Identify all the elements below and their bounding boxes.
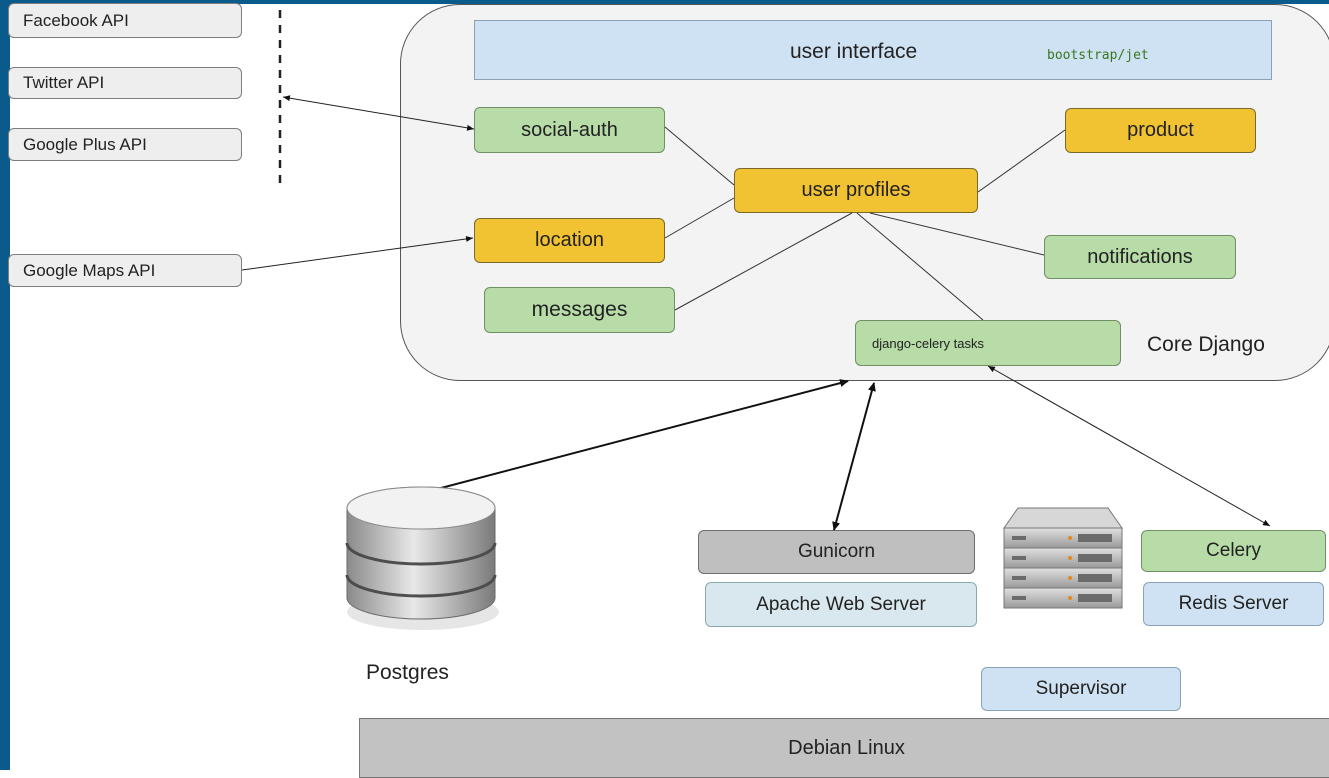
left-border — [0, 0, 10, 770]
social-auth-profiles-link — [664, 126, 735, 186]
user-interface-bar — [474, 20, 1272, 80]
social-auth-module: social-auth — [474, 107, 665, 153]
google-maps-api-label: Google Maps API — [23, 260, 156, 280]
celery-tasks-label: django-celery tasks — [872, 335, 984, 351]
social-auth-api-arrow — [282, 95, 475, 131]
celery-label: Celery — [1206, 540, 1261, 561]
user-profiles-label: user profiles — [801, 179, 911, 201]
celery-box: Celery — [1141, 530, 1326, 572]
product-profiles-link — [977, 129, 1066, 193]
notifications-profiles-link — [869, 212, 1045, 256]
apache-box: Apache Web Server — [705, 582, 977, 627]
social-auth-label: social-auth — [521, 118, 618, 141]
notifications-module: notifications — [1044, 235, 1236, 279]
facebook-api-box: Facebook API — [8, 3, 242, 38]
supervisor-box: Supervisor — [981, 667, 1181, 711]
twitter-api-label: Twitter API — [23, 73, 105, 92]
location-module: location — [474, 218, 665, 263]
user-interface-label: user interface — [790, 40, 918, 63]
notifications-label: notifications — [1087, 245, 1193, 268]
core-django-label: Core Django — [1147, 333, 1265, 356]
product-label: product — [1127, 119, 1194, 141]
gunicorn-core-arrow — [832, 382, 876, 531]
product-module: product — [1065, 108, 1256, 153]
debian-linux-label: Debian Linux — [788, 737, 905, 759]
messages-profiles-link — [674, 212, 853, 311]
postgres-database-icon — [345, 486, 499, 630]
postgres-core-arrow — [421, 379, 849, 495]
tasks-profiles-link — [856, 212, 984, 321]
redis-label: Redis Server — [1178, 593, 1289, 614]
messages-label: messages — [531, 298, 628, 321]
google-plus-api-label: Google Plus API — [23, 134, 147, 154]
ui-tech-label: bootstrap/jet — [1047, 48, 1149, 63]
location-label: location — [535, 229, 604, 251]
twitter-api-box: Twitter API — [8, 67, 242, 99]
celery-tasks-module: django-celery tasks — [855, 320, 1121, 366]
apache-label: Apache Web Server — [756, 593, 926, 615]
postgres-label: Postgres — [366, 661, 449, 684]
redis-box: Redis Server — [1143, 582, 1324, 626]
debian-linux-bar: Debian Linux — [359, 718, 1329, 778]
top-border — [0, 0, 1329, 4]
location-profiles-link — [664, 197, 735, 239]
gunicorn-label: Gunicorn — [797, 541, 876, 562]
google-maps-api-box: Google Maps API — [8, 254, 242, 287]
server-rack-icon — [1003, 507, 1123, 609]
celery-tasks-arrow — [987, 365, 1271, 527]
supervisor-label: Supervisor — [1035, 678, 1127, 699]
messages-module: messages — [484, 287, 675, 333]
facebook-api-label: Facebook API — [23, 10, 129, 30]
google-plus-api-box: Google Plus API — [8, 128, 242, 161]
user-profiles-module: user profiles — [734, 168, 978, 213]
gunicorn-box: Gunicorn — [698, 530, 975, 574]
maps-location-arrow — [241, 235, 474, 271]
